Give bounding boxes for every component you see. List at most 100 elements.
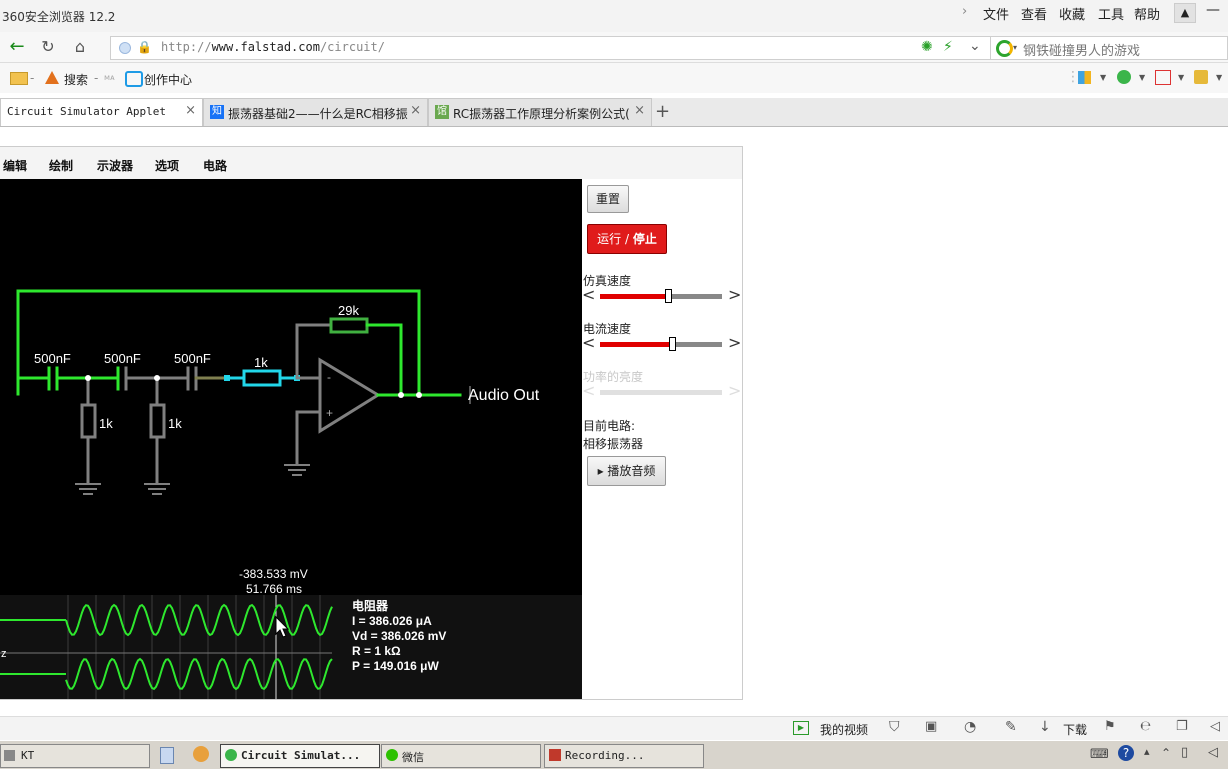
- lock-warning-icon[interactable]: 🔒: [137, 40, 152, 54]
- circuit-drawing[interactable]: 500nF 500nF 500nF 1k 29k 1k 1k - + Audio…: [0, 179, 582, 699]
- close-icon[interactable]: ×: [185, 103, 196, 118]
- bookmark-creator-center[interactable]: 创作中心: [144, 73, 193, 87]
- lightning-icon[interactable]: ⚡: [943, 39, 953, 55]
- menu-file[interactable]: 文件: [983, 8, 1010, 23]
- video-icon[interactable]: ▶: [793, 721, 809, 735]
- menu-options[interactable]: 选项: [155, 159, 180, 173]
- capacitor-1-label: 500nF: [34, 351, 71, 366]
- url-field[interactable]: 🔒 http://www.falstad.com/circuit/ ✺ ⚡ ⌄: [110, 36, 992, 60]
- menu-tools[interactable]: 工具: [1098, 8, 1125, 23]
- close-icon[interactable]: ×: [634, 103, 645, 118]
- taskbar-item-wechat[interactable]: 微信: [381, 744, 541, 768]
- menu-scope[interactable]: 示波器: [97, 159, 134, 173]
- taskbar-item-recording[interactable]: Recording...: [544, 744, 704, 768]
- volume-icon[interactable]: ◁: [1208, 745, 1218, 760]
- help-icon[interactable]: ?: [1118, 745, 1134, 761]
- folder-icon[interactable]: [10, 72, 28, 85]
- screenshot-icon[interactable]: [1194, 70, 1208, 84]
- taskbar-item-kt[interactable]: KT: [0, 744, 150, 768]
- tab-circuit-simulator[interactable]: Circuit Simulator Applet ×: [0, 98, 203, 126]
- pdf-dropdown-icon[interactable]: ▼: [1178, 73, 1185, 82]
- new-tab-icon[interactable]: +: [655, 101, 671, 122]
- accelerate-icon[interactable]: ✺: [921, 39, 933, 55]
- menu-draw[interactable]: 绘制: [49, 159, 74, 173]
- home-icon[interactable]: ⌂: [74, 37, 86, 56]
- current-speed-slider[interactable]: [600, 337, 722, 351]
- bookmark-search[interactable]: 搜索: [64, 73, 89, 87]
- menu-favorites[interactable]: 收藏: [1059, 8, 1086, 23]
- screenshot-dropdown-icon[interactable]: ▼: [1216, 73, 1223, 82]
- quicklaunch-icon[interactable]: [160, 747, 174, 764]
- tray-expand-icon[interactable]: ⌃: [1161, 746, 1172, 760]
- sim-speed-fill: [600, 294, 669, 299]
- translate-icon[interactable]: [1117, 70, 1131, 84]
- scope-grid: [0, 595, 332, 699]
- image-icon[interactable]: ▣: [925, 719, 938, 734]
- recording-icon: [549, 749, 561, 761]
- flag-icon[interactable]: ⚑: [1104, 719, 1116, 734]
- resistor-feedback-label: 29k: [338, 303, 359, 318]
- bilibili-icon: [125, 71, 143, 87]
- sim-speed-decrease-icon[interactable]: <: [582, 285, 596, 304]
- run-stop-button[interactable]: 运行 / 停止: [587, 224, 667, 254]
- reload-icon[interactable]: ↻: [41, 37, 55, 56]
- download-link[interactable]: 下载: [1063, 723, 1088, 737]
- drag-handle-icon[interactable]: ⋮: [1066, 69, 1080, 85]
- pdf-icon[interactable]: [1155, 70, 1171, 85]
- speed-icon[interactable]: ◔: [964, 719, 977, 735]
- menu-edit[interactable]: 编辑: [3, 159, 28, 173]
- window-title: 360安全浏览器 12.2: [2, 10, 116, 24]
- circuit-canvas[interactable]: 500nF 500nF 500nF 1k 29k 1k 1k - + Audio…: [0, 179, 582, 699]
- scope-waveform-2: [65, 657, 333, 691]
- tray-dropdown-icon[interactable]: ▴: [1144, 745, 1150, 758]
- my-video-link[interactable]: 我的视频: [820, 723, 869, 737]
- pin-icon[interactable]: ✎: [1005, 719, 1017, 735]
- menu-view[interactable]: 查看: [1021, 8, 1048, 23]
- search-input[interactable]: 钢铁碰撞男人的游戏: [1023, 44, 1141, 59]
- tab-rc-oscillator-basics[interactable]: 知 振荡器基础2——什么是RC相移振 ×: [203, 98, 428, 126]
- search-box[interactable]: ▾ 钢铁碰撞男人的游戏: [990, 36, 1228, 60]
- sim-speed-handle[interactable]: [665, 289, 673, 303]
- keyboard-icon[interactable]: ⌨: [1090, 747, 1109, 762]
- node: [85, 375, 91, 381]
- minimize-icon[interactable]: —: [1206, 2, 1220, 18]
- folder-dropdown-icon[interactable]: -: [30, 71, 35, 85]
- apps-icon[interactable]: [1078, 71, 1091, 84]
- play-audio-button[interactable]: ▸ 播放音频: [587, 456, 666, 486]
- chevron-right-icon[interactable]: ›: [962, 4, 968, 19]
- taskbar-item-circuit-simulator[interactable]: Circuit Simulat...: [220, 744, 380, 768]
- search-engine-icon[interactable]: [996, 40, 1013, 57]
- chevron-down-icon[interactable]: ⌄: [969, 38, 981, 54]
- apps-dropdown-icon[interactable]: ▼: [1100, 73, 1107, 82]
- close-icon[interactable]: ×: [410, 103, 421, 118]
- device-icon[interactable]: ▯: [1181, 745, 1189, 760]
- current-speed-handle[interactable]: [668, 337, 676, 351]
- back-icon[interactable]: ←: [9, 36, 25, 57]
- download-icon[interactable]: ↓: [1039, 719, 1051, 735]
- current-speed-increase-icon[interactable]: >: [728, 333, 742, 352]
- tab-rc-oscillator-analysis[interactable]: 馆 RC振荡器工作原理分析案例公式( ×: [428, 98, 652, 126]
- sim-speed-increase-icon[interactable]: >: [728, 285, 742, 304]
- tab-label: Circuit Simulator Applet: [7, 105, 166, 118]
- skin-icon[interactable]: ▲: [1174, 3, 1196, 23]
- title-bar: 360安全浏览器 12.2 › 文件 查看 收藏 工具 帮助 ▲ —: [0, 0, 1228, 32]
- quicklaunch-icon[interactable]: [193, 746, 209, 762]
- menu-circuit[interactable]: 电路: [203, 159, 228, 173]
- menu-help[interactable]: 帮助: [1134, 8, 1161, 23]
- window-icon[interactable]: ❐: [1176, 719, 1188, 734]
- scope-info-title: 电阻器: [352, 598, 389, 613]
- opamp-minus-label: -: [327, 370, 331, 384]
- shield-icon[interactable]: ⛉: [889, 719, 900, 735]
- bookmark-small-icon[interactable]: ᴍᴀ: [104, 73, 115, 82]
- ie-icon[interactable]: ℮: [1140, 719, 1152, 734]
- reset-button[interactable]: 重置: [587, 185, 629, 213]
- opamp-plus-label: +: [326, 406, 333, 420]
- translate-dropdown-icon[interactable]: ▼: [1139, 73, 1146, 82]
- search-dropdown-icon[interactable]: ▾: [1013, 43, 1018, 52]
- sound-icon[interactable]: ◁: [1210, 719, 1220, 734]
- site-info-icon[interactable]: [119, 42, 131, 54]
- power-brightness-label: 功率的亮度: [583, 370, 644, 384]
- sim-speed-slider[interactable]: [600, 289, 722, 303]
- current-speed-fill: [600, 342, 672, 347]
- current-speed-decrease-icon[interactable]: <: [582, 333, 596, 352]
